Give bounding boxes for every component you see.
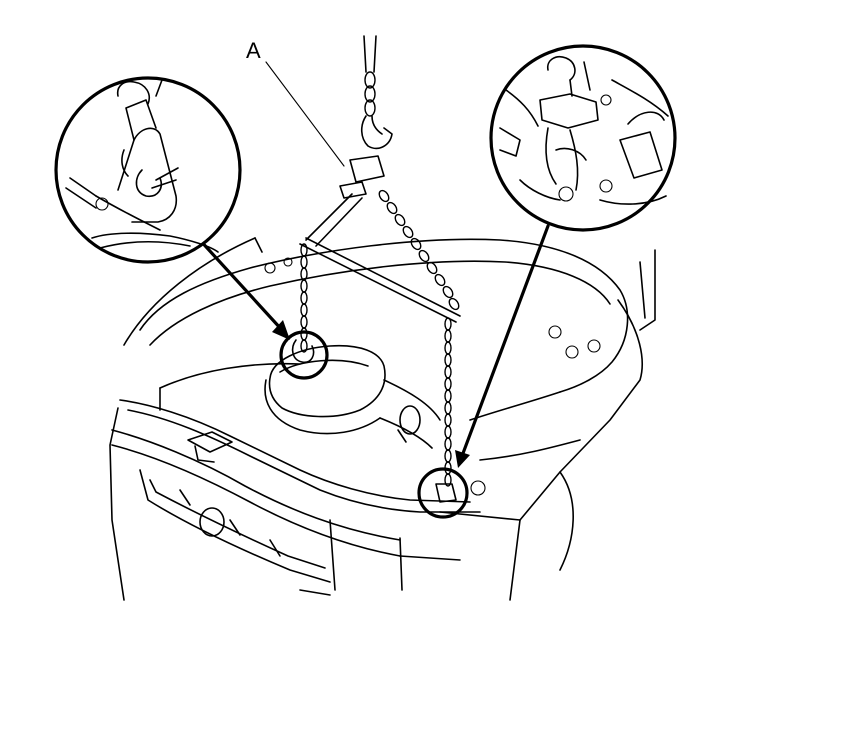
right-lifting-chain [444,317,452,487]
right-diagonal-chain [378,189,460,311]
vehicle-front-body [109,237,656,601]
right-attachment-mark-ring [417,467,469,519]
right-arrowhead [455,450,470,468]
lifting-hook-assembly [299,35,461,323]
label-a-leader [265,61,345,167]
label-a: A [246,38,261,63]
right-detail-callout [489,44,677,232]
left-lifting-chain [300,243,308,353]
leader-arrows [196,224,550,468]
left-detail-callout [54,76,242,264]
left-engine-hanger [291,339,315,364]
left-arrowhead [272,320,290,340]
right-engine-hanger [435,483,457,503]
left-attachment-mark-ring [279,330,329,380]
